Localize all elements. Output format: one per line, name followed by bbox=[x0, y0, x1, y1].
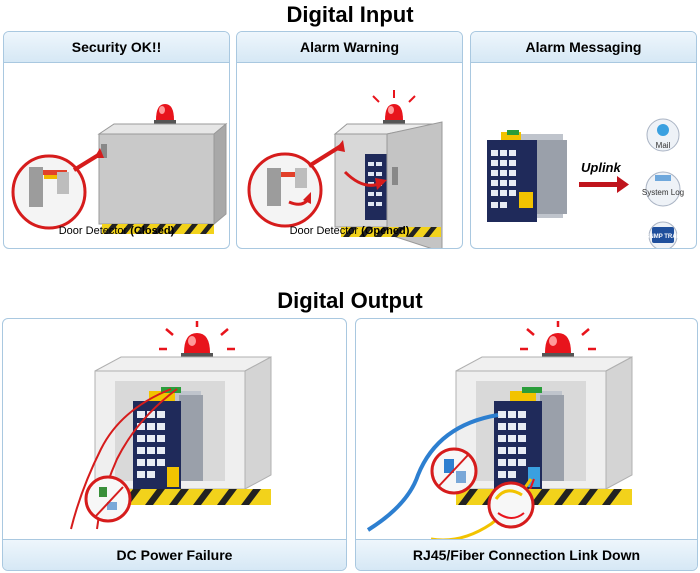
alarm-light-icon bbox=[159, 321, 235, 361]
door-detector-zoom bbox=[11, 148, 104, 230]
panel-title: Security OK!! bbox=[4, 32, 229, 63]
system-log-icon bbox=[645, 171, 681, 207]
uplink-label: Uplink bbox=[581, 160, 621, 175]
panel-title: Alarm Warning bbox=[237, 32, 462, 63]
hazard-stripe-base bbox=[102, 224, 214, 234]
uplink-arrow-icon bbox=[579, 176, 629, 193]
digital-output-title: Digital Output bbox=[277, 288, 423, 313]
digital-input-title: Digital Input bbox=[286, 2, 414, 27]
industrial-switch-icon bbox=[487, 130, 567, 222]
alarm-light-icon bbox=[520, 321, 596, 361]
power-failure-zoom bbox=[84, 475, 132, 523]
service-label: Mail bbox=[656, 141, 671, 150]
caption-prefix: Door Detector bbox=[58, 225, 131, 237]
snmp-trap-icon bbox=[648, 221, 678, 248]
caption-state: (Closed) bbox=[130, 225, 175, 237]
panel-title: Alarm Messaging bbox=[471, 32, 696, 63]
opened-cabinet-illustration bbox=[247, 90, 443, 248]
door-detector-caption: Door Detector (Closed) bbox=[4, 225, 229, 237]
caption-state: (Opened) bbox=[361, 225, 410, 237]
hazard-stripe-base bbox=[341, 227, 441, 237]
hazard-stripe-base bbox=[95, 489, 271, 505]
panel-footer: DC Power Failure bbox=[3, 539, 346, 570]
link-down-illustration bbox=[366, 321, 633, 542]
alarm-light-icon bbox=[154, 104, 176, 126]
hazard-stripe-base bbox=[456, 489, 632, 505]
mail-icon bbox=[646, 118, 680, 152]
caption-prefix: Door Detector bbox=[289, 225, 362, 237]
door-detector-caption: Door Detector (Opened) bbox=[237, 225, 462, 237]
alarm-messaging-panel: Alarm Messaging Uplink bbox=[470, 31, 697, 249]
alarm-messaging-illustration: Uplink Mail System Log SNMP TRAP bbox=[487, 118, 684, 248]
dc-power-failure-panel: DC Power Failure bbox=[2, 318, 347, 571]
link-down-panel: RJ45/Fiber Connection Link Down bbox=[355, 318, 698, 571]
service-label: System Log bbox=[642, 188, 684, 197]
alarm-light-icon bbox=[372, 90, 416, 126]
dc-power-illustration bbox=[70, 321, 272, 530]
rj45-disconnect-zoom bbox=[430, 447, 478, 495]
door-detector-zoom bbox=[247, 140, 345, 228]
alarm-warning-panel: Alarm Warning bbox=[236, 31, 463, 249]
industrial-switch-icon bbox=[133, 387, 203, 497]
security-ok-panel: Security OK!! Door Detector (Clos bbox=[3, 31, 230, 249]
fiber-disconnect-zoom bbox=[487, 481, 535, 529]
closed-cabinet-illustration bbox=[11, 104, 228, 234]
panel-footer: RJ45/Fiber Connection Link Down bbox=[356, 539, 697, 570]
service-label: SNMP TRAP bbox=[645, 234, 680, 240]
